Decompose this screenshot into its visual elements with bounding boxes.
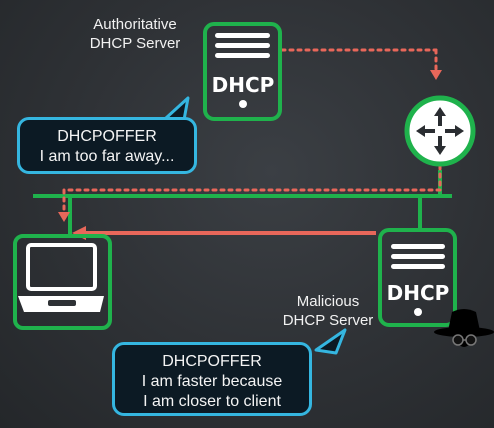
authoritative-server-badge: DHCP: [212, 73, 275, 97]
dhcpoffer-bubble-malicious: DHCPOFFER I am faster because I am close…: [112, 342, 312, 416]
authoritative-label-line2: DHCP Server: [89, 35, 181, 52]
authoritative-server-label: Authoritative DHCP Server: [74, 15, 196, 53]
bubble-bottom-line3: I am closer to client: [143, 393, 281, 410]
router-icon: [404, 95, 476, 167]
malicious-label-line2: DHCP Server: [282, 312, 374, 329]
bubble-bottom-tail: [314, 328, 347, 355]
authoritative-offer-path: [62, 48, 442, 214]
lan-bus: [33, 170, 452, 236]
authoritative-label-line1: Authoritative: [93, 16, 177, 33]
malicious-server-label: Malicious DHCP Server: [272, 292, 384, 330]
malicious-server-badge: DHCP: [387, 281, 450, 305]
hacker-icon: [434, 309, 494, 347]
bubble-top-line2: I am too far away...: [39, 148, 175, 165]
down-arrow-to-client: [58, 212, 70, 222]
bubble-top-line1: DHCPOFFER: [57, 128, 157, 145]
down-arrow-to-router: [430, 70, 442, 80]
bubble-bottom-line1: DHCPOFFER: [162, 353, 262, 370]
malicious-offer-arrow: [72, 226, 376, 240]
bubble-bottom-line2: I am faster because: [141, 373, 283, 390]
malicious-dhcp-server-icon: DHCP: [378, 228, 457, 327]
malicious-label-line1: Malicious: [296, 293, 360, 310]
authoritative-dhcp-server-icon: DHCP: [203, 22, 282, 121]
dhcpoffer-bubble-authoritative: DHCPOFFER I am too far away...: [17, 117, 197, 174]
laptop-icon: [13, 234, 112, 330]
